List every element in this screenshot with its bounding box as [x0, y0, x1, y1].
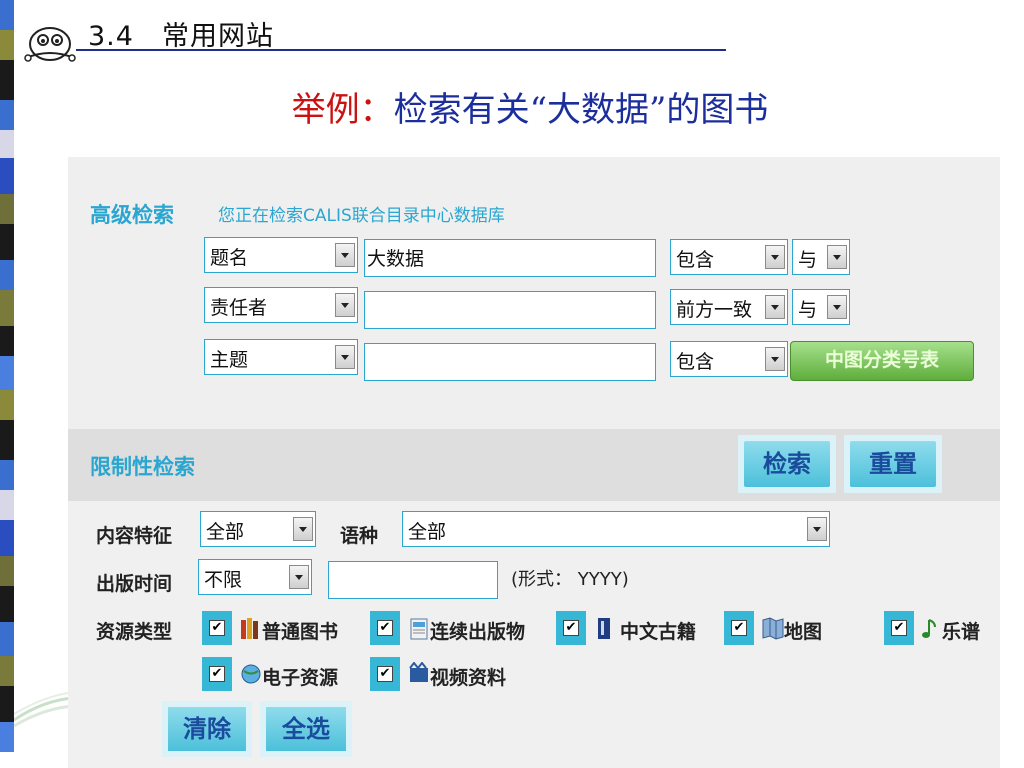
checkbox-music[interactable]: ✔	[884, 611, 914, 645]
globe-icon	[241, 664, 261, 684]
chevron-down-icon	[289, 565, 309, 589]
check-icon: ✔	[377, 620, 393, 636]
language-label: 语种	[340, 525, 379, 547]
checkbox-map[interactable]: ✔	[724, 611, 754, 645]
search-button-label: 检索	[744, 441, 830, 487]
chevron-down-icon	[335, 345, 355, 369]
check-icon: ✔	[891, 620, 907, 636]
match-select-1[interactable]: 包含	[670, 239, 788, 275]
content-feature-label: 内容特征	[96, 525, 173, 547]
term-input-1[interactable]: 大数据	[364, 239, 656, 277]
clear-button[interactable]: 清除	[162, 701, 252, 757]
field-select-3-value: 主题	[210, 349, 249, 371]
check-icon: ✔	[377, 666, 393, 682]
chevron-down-icon	[765, 295, 785, 319]
pubtime-select[interactable]: 不限	[198, 559, 312, 595]
mascot-icon	[24, 27, 76, 62]
match-select-3[interactable]: 包含	[670, 341, 788, 377]
select-all-button[interactable]: 全选	[260, 701, 352, 757]
check-icon: ✔	[731, 620, 747, 636]
pubtime-input[interactable]	[328, 561, 498, 599]
check-icon: ✔	[209, 666, 225, 682]
language-value: 全部	[408, 521, 447, 543]
left-decorative-stripe	[0, 0, 14, 768]
database-note: 您正在检索CALIS联合目录中心数据库	[218, 206, 505, 226]
chevron-down-icon	[293, 517, 313, 541]
ancient-book-icon	[598, 618, 610, 639]
limit-search-title: 限制性检索	[90, 455, 195, 479]
format-hint: (形式： YYYY)	[511, 569, 629, 590]
chevron-down-icon	[765, 245, 785, 269]
pubtime-label: 出版时间	[96, 573, 173, 595]
match-select-2[interactable]: 前方一致	[670, 289, 788, 325]
books-icon	[241, 618, 258, 639]
language-select[interactable]: 全部	[402, 511, 830, 547]
chevron-down-icon	[765, 347, 785, 371]
resource-ancient-label: 中文古籍	[620, 621, 697, 643]
map-icon	[762, 617, 784, 640]
match-select-1-value: 包含	[676, 249, 715, 271]
search-button[interactable]: 检索	[738, 435, 836, 493]
resource-music-label: 乐谱	[942, 621, 981, 643]
title-example: 举例：	[291, 90, 394, 130]
logic-select-1-value: 与	[798, 249, 818, 271]
chevron-down-icon	[807, 517, 827, 541]
magazine-icon	[410, 618, 428, 640]
checkbox-ancient[interactable]: ✔	[556, 611, 586, 645]
resource-electronic-label: 电子资源	[262, 667, 339, 689]
pubtime-value: 不限	[204, 569, 243, 591]
resource-book-label: 普通图书	[262, 621, 339, 643]
term-input-2[interactable]	[364, 291, 656, 329]
classification-table-button[interactable]: 中图分类号表	[790, 341, 974, 381]
check-icon: ✔	[563, 620, 579, 636]
logic-select-1[interactable]: 与	[792, 239, 850, 275]
checkbox-book[interactable]: ✔	[202, 611, 232, 645]
heading-divider	[76, 49, 726, 51]
checkbox-serial[interactable]: ✔	[370, 611, 400, 645]
logic-select-2[interactable]: 与	[792, 289, 850, 325]
select-all-button-label: 全选	[266, 707, 346, 751]
music-note-icon	[922, 619, 936, 638]
video-icon	[409, 662, 428, 682]
field-select-2[interactable]: 责任者	[204, 287, 358, 323]
term-input-3[interactable]	[364, 343, 656, 381]
chevron-down-icon	[827, 295, 847, 319]
clear-button-label: 清除	[168, 707, 246, 751]
slide-heading: 3.4 常用网站	[88, 21, 274, 52]
decorative-swoosh-icon	[14, 691, 74, 728]
match-select-3-value: 包含	[676, 351, 715, 373]
slide-title: 举例：检索有关“大数据”的图书	[0, 82, 1024, 131]
logic-select-2-value: 与	[798, 299, 818, 321]
resource-map-label: 地图	[784, 621, 823, 643]
chevron-down-icon	[335, 293, 355, 317]
match-select-2-value: 前方一致	[676, 299, 753, 321]
resource-type-label: 资源类型	[96, 621, 173, 643]
resource-serial-label: 连续出版物	[430, 621, 526, 643]
content-feature-value: 全部	[206, 521, 245, 543]
field-select-3[interactable]: 主题	[204, 339, 358, 375]
reset-button-label: 重置	[850, 441, 936, 487]
reset-button[interactable]: 重置	[844, 435, 942, 493]
advanced-search-title: 高级检索	[90, 203, 174, 227]
content-feature-select[interactable]: 全部	[200, 511, 316, 547]
chevron-down-icon	[335, 243, 355, 267]
field-select-1-value: 题名	[210, 247, 249, 269]
chevron-down-icon	[827, 245, 847, 269]
checkbox-electronic[interactable]: ✔	[202, 657, 232, 691]
field-select-2-value: 责任者	[210, 297, 268, 319]
check-icon: ✔	[209, 620, 225, 636]
title-text: 检索有关“大数据”的图书	[393, 90, 769, 130]
search-panel: 高级检索 您正在检索CALIS联合目录中心数据库 题名 大数据 包含 与 责任者…	[68, 157, 1000, 768]
checkbox-video[interactable]: ✔	[370, 657, 400, 691]
resource-video-label: 视频资料	[430, 667, 507, 689]
field-select-1[interactable]: 题名	[204, 237, 358, 273]
